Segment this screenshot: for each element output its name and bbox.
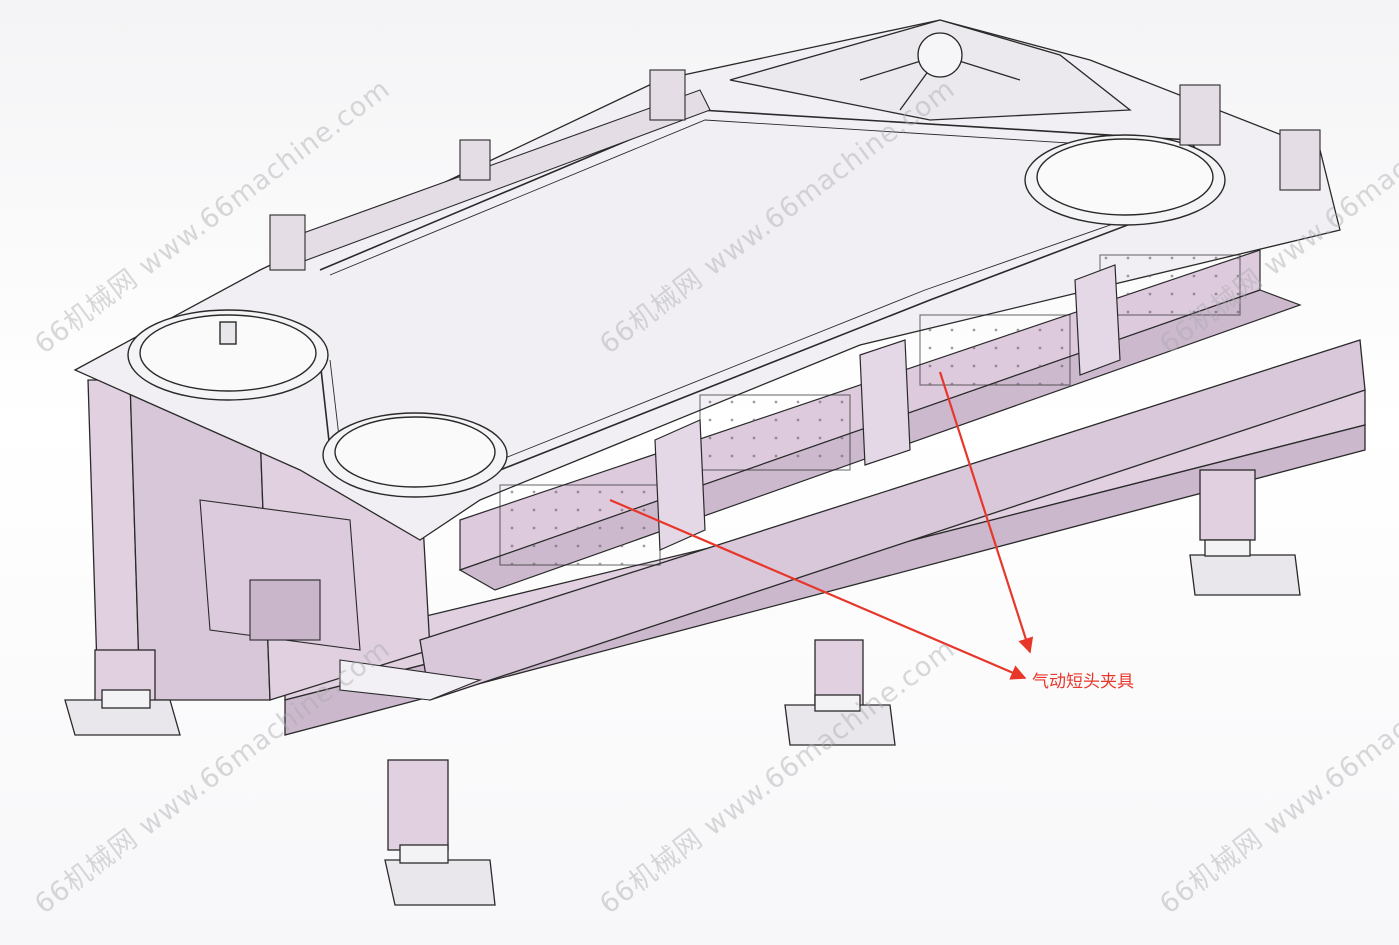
top-plate <box>73 19 1341 541</box>
callout-arrow-1 <box>609 498 1027 680</box>
clamp-rail <box>458 249 1302 591</box>
callout-arrow-2 <box>938 371 1034 654</box>
callout-label: 气动短头夹具 <box>1032 672 1134 692</box>
pulley-wheels <box>127 134 1226 498</box>
callout-arrows <box>609 371 1034 680</box>
back-clamp-rail <box>269 69 1321 271</box>
left-station <box>199 499 483 701</box>
